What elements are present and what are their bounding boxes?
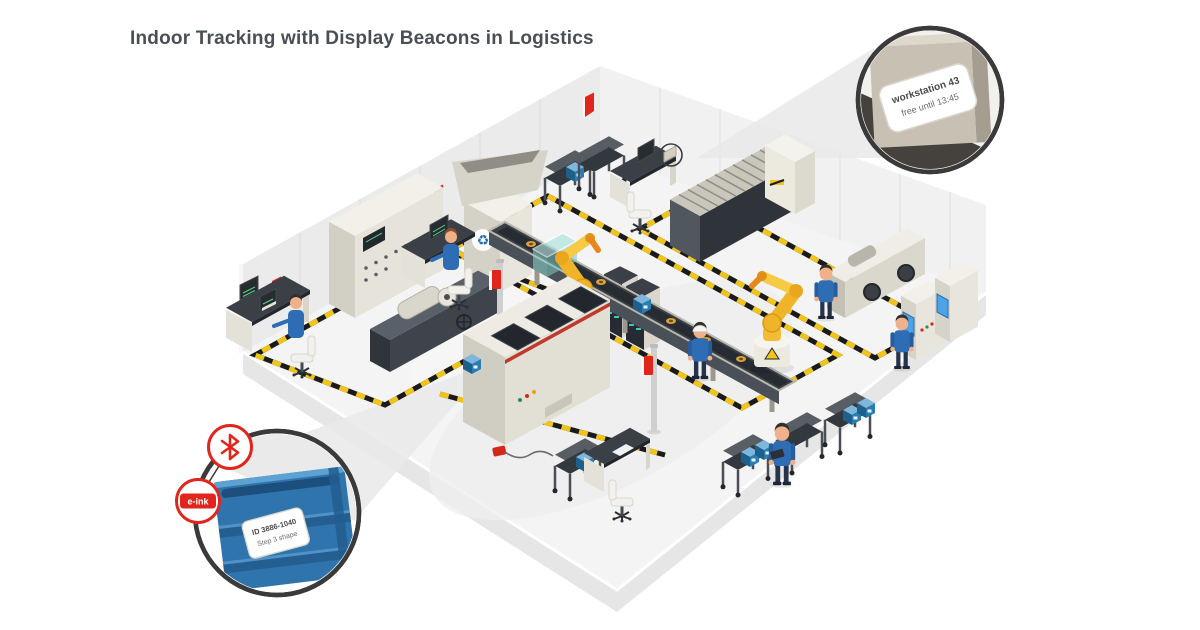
worker-sitting-left	[272, 294, 304, 338]
robot-arm-2	[749, 271, 803, 374]
power-tool	[492, 445, 554, 459]
callout-beam-top-right	[697, 48, 884, 158]
wall-beacon-3	[583, 92, 594, 118]
page-title: Indoor Tracking with Display Beacons in …	[130, 28, 594, 49]
bluetooth-icon	[220, 433, 240, 461]
eink-badge: e-ink	[175, 478, 221, 524]
bluetooth-badge	[207, 424, 253, 470]
callout-workstation-display: workstation 43 free until 13:45	[855, 25, 1005, 175]
control-station	[890, 262, 978, 372]
desk-left	[226, 275, 316, 380]
callout-tracked-crate: ID 3886-1040 Step 3 shape e-ink	[175, 424, 362, 598]
worker-sitting-center	[430, 228, 459, 270]
worker-with-tablet	[768, 422, 796, 489]
lathe-right	[814, 228, 925, 322]
worker-at-belt	[687, 321, 713, 382]
conveyor-items	[526, 241, 746, 362]
desk-center	[401, 214, 475, 312]
press-machine	[463, 276, 610, 459]
blue-crate: ID 3886-1040 Step 3 shape	[213, 466, 356, 591]
pole-beacon-2	[641, 344, 661, 435]
magnified-desk-beacon	[659, 143, 683, 167]
recycle-icon: ♻	[477, 232, 490, 248]
roller-conveyor-machine	[670, 134, 815, 262]
eink-badge-label: e-ink	[187, 497, 209, 507]
desk-bottom	[584, 427, 650, 524]
